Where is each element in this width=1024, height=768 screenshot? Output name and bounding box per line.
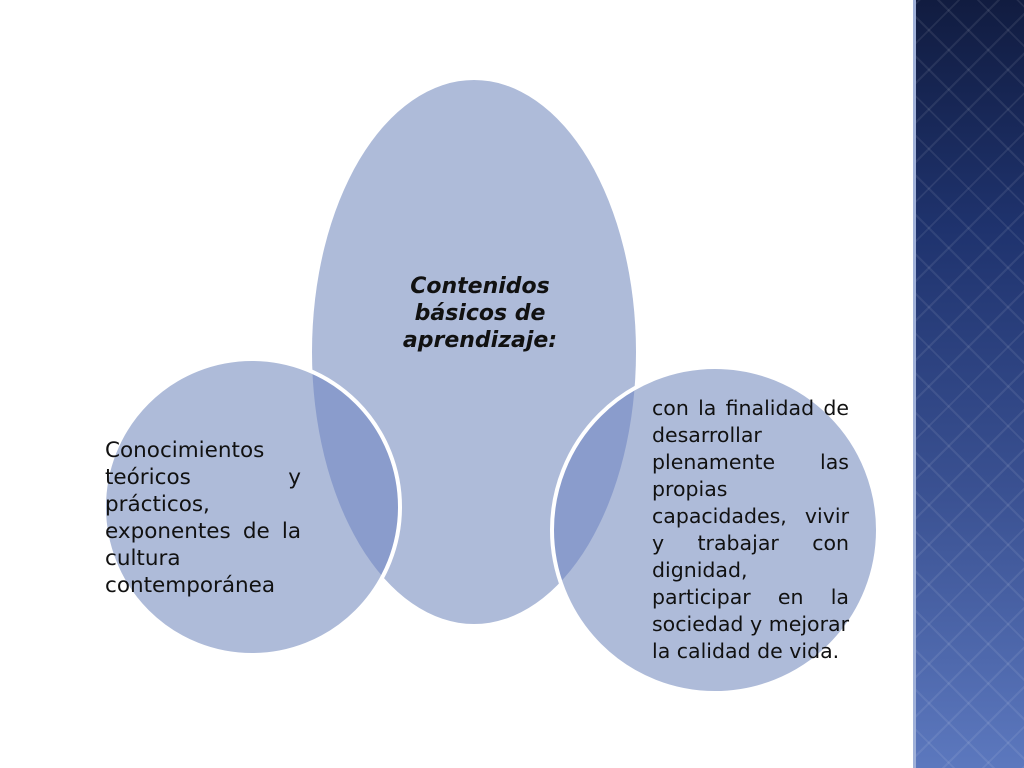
right-circle-outline	[550, 365, 880, 695]
left-label: Conocimientos teóricos y prácticos, expo…	[105, 438, 301, 598]
decorative-side-band	[913, 0, 1024, 768]
left-circle-outline	[102, 357, 402, 657]
right-circle	[552, 367, 878, 693]
side-band-edge	[913, 0, 916, 768]
right-label: con la finalidad de desarrollar plenamen…	[652, 396, 849, 663]
center-label: Contenidos básicos de aprendizaje:	[402, 274, 558, 353]
